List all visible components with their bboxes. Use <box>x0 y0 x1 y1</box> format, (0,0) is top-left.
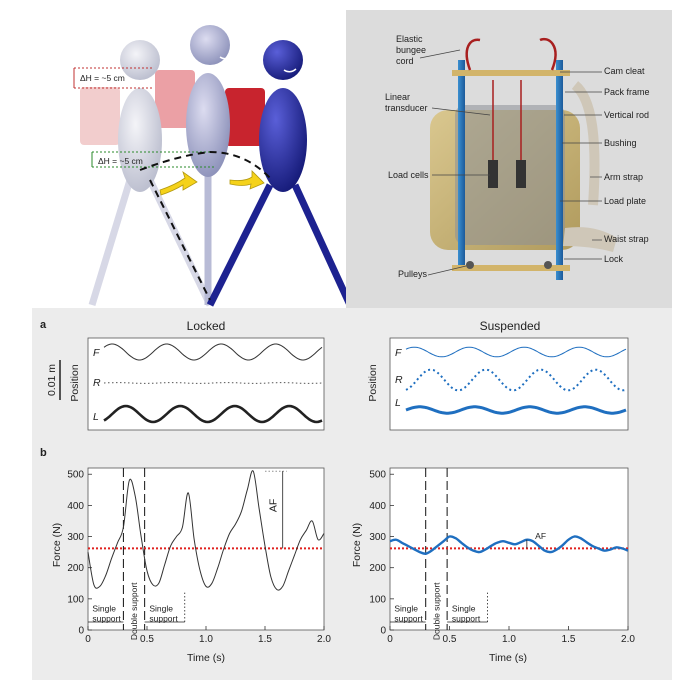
locked-ytick-label: 400 <box>67 501 84 512</box>
dh-bottom-label: ΔH = ~5 cm <box>98 156 143 166</box>
panel-b-xlabel-right: Time (s) <box>489 652 527 664</box>
backpack-diagram: Elastic bungee cord Linear transducer Lo… <box>346 10 672 308</box>
suspended-single-support-label-1b: support <box>394 613 423 623</box>
label-cam-cleat: Cam cleat <box>604 66 645 76</box>
load-plate <box>455 105 565 245</box>
panel-a-ylabel-left: Position <box>69 364 81 402</box>
label-elastic-bungee: Elastic <box>396 34 423 44</box>
locked-xtick-label: 1.5 <box>258 634 272 645</box>
panel-a-ylabel-right: Position <box>367 364 379 402</box>
trace-label-L-left: L <box>93 411 99 423</box>
label-waist-strap: Waist strap <box>604 234 649 244</box>
label-pack-frame: Pack frame <box>604 87 650 97</box>
trace-label-F-right: F <box>395 347 402 359</box>
suspended-double-support-label: Double support <box>431 582 441 640</box>
locked-double-support-label: Double support <box>129 582 139 640</box>
panel-b: b Force (N) Force (N) Time (s) Time (s) … <box>40 447 635 664</box>
locked-single-support-label-2b: support <box>149 613 178 623</box>
arrow-yellow-2 <box>229 170 265 190</box>
panel-b-ylabel-right: Force (N) <box>351 523 363 567</box>
trace-label-R-right: R <box>395 374 403 386</box>
locked-ytick-label: 200 <box>67 563 84 574</box>
load-cell-1 <box>488 160 498 188</box>
label-load-plate: Load plate <box>604 196 646 206</box>
locked-single-support-label-2: Single <box>149 603 173 613</box>
panel-b-ylabel-left: Force (N) <box>51 523 63 567</box>
suspended-ytick-label: 100 <box>369 594 386 605</box>
trace-label-F-left: F <box>93 347 100 359</box>
trace-locked-L <box>103 404 323 424</box>
locked-af-label: AF <box>268 499 280 512</box>
suspended-force-line <box>389 535 629 555</box>
label-linear-transducer: Linear <box>385 92 410 102</box>
locked-single-support-label-1: Single <box>92 603 116 613</box>
trace-suspended-R <box>405 368 627 392</box>
locked-xtick-label: 1.0 <box>199 634 213 645</box>
locked-single-support-label-1b: support <box>92 613 121 623</box>
locked-xtick-label: 0.5 <box>140 634 154 645</box>
trace-label-R-left: R <box>93 377 101 389</box>
locked-ytick-label: 500 <box>67 470 84 481</box>
scale-bar-label: 0.01 m <box>46 364 58 396</box>
figure-mid <box>186 25 230 177</box>
trace-locked-R <box>103 382 323 384</box>
label-bushing: Bushing <box>604 138 637 148</box>
trajectory-dashed <box>139 150 271 179</box>
locked-xtick-label: 2.0 <box>317 634 331 645</box>
panel-a: a Locked Suspended 0.01 m Position Posit… <box>40 319 629 431</box>
label-arm-strap: Arm strap <box>604 172 643 182</box>
trace-locked-F <box>103 343 323 361</box>
panel-a-letter: a <box>40 319 47 331</box>
suspended-ytick-label: 300 <box>369 532 386 543</box>
suspended-xtick-label: 2.0 <box>621 634 635 645</box>
arrow-yellow-1 <box>159 170 198 196</box>
locked-force-line <box>87 470 325 591</box>
figure-legs <box>88 170 354 307</box>
svg-text:bungee: bungee <box>396 45 426 55</box>
suspended-plot-frame <box>389 467 629 631</box>
suspended-ytick-label: 400 <box>369 501 386 512</box>
suspended-ytick-label: 200 <box>369 563 386 574</box>
label-vertical-rod: Vertical rod <box>604 110 649 120</box>
walking-illustration: ΔH = ~5 cm ΔH = ~5 cm <box>73 25 354 307</box>
suspended-xtick-label: 0 <box>387 634 393 645</box>
suspended-xtick-label: 0.5 <box>443 634 457 645</box>
label-pulleys: Pulleys <box>398 269 428 279</box>
figure-light <box>118 40 162 192</box>
suspended-ytick-label: 0 <box>380 626 386 637</box>
suspended-single-support-label-2: Single <box>452 603 476 613</box>
locked-ytick-label: 100 <box>67 594 84 605</box>
label-load-cells: Load cells <box>388 170 429 180</box>
suspended-xtick-label: 1.5 <box>562 634 576 645</box>
load-cell-2 <box>516 160 526 188</box>
trace-label-L-right: L <box>395 397 401 409</box>
svg-text:transducer: transducer <box>385 103 428 113</box>
pack-dark <box>225 88 265 146</box>
panel-a-right-title: Suspended <box>480 319 541 333</box>
suspended-single-support-label-2b: support <box>452 613 481 623</box>
pack-mid <box>155 70 195 128</box>
figure-dark <box>259 40 307 192</box>
suspended-ytick-label: 500 <box>369 470 386 481</box>
locked-ytick-label: 300 <box>67 532 84 543</box>
pack-light <box>80 87 120 145</box>
panel-b-letter: b <box>40 447 47 459</box>
panel-a-left-title: Locked <box>187 319 226 333</box>
locked-xtick-label: 0 <box>85 634 91 645</box>
suspended-af-label: AF <box>535 531 546 541</box>
suspended-xtick-label: 1.0 <box>502 634 516 645</box>
dh-top-label: ΔH = ~5 cm <box>80 73 125 83</box>
svg-text:cord: cord <box>396 56 414 66</box>
trace-suspended-F <box>405 346 627 358</box>
panel-b-xlabel-left: Time (s) <box>187 652 225 664</box>
suspended-single-support-label-1: Single <box>394 603 418 613</box>
label-lock: Lock <box>604 254 624 264</box>
locked-ytick-label: 0 <box>78 626 84 637</box>
vertical-rod-right <box>556 60 563 280</box>
trace-suspended-L <box>405 405 627 415</box>
vertical-rod-left <box>458 60 465 270</box>
